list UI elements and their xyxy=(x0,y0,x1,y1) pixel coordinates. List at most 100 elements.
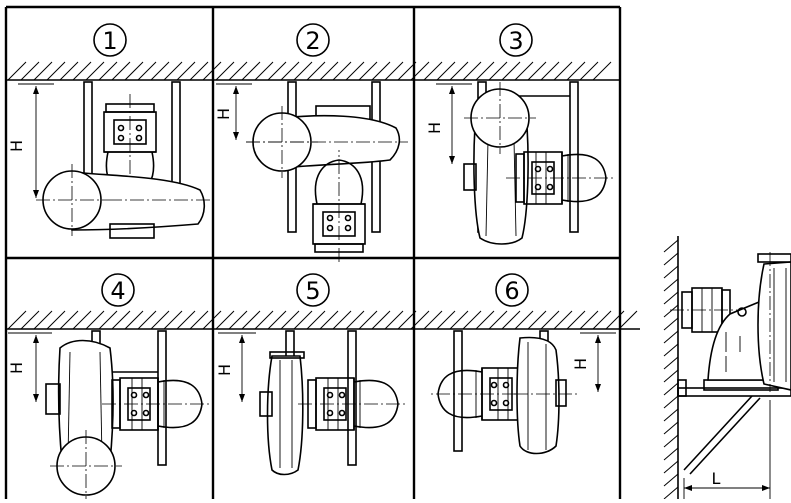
hatch-line xyxy=(202,310,222,330)
hatch-line xyxy=(280,310,300,330)
hatch-line xyxy=(254,310,274,330)
hatch-line xyxy=(124,61,144,81)
panel-3-number: 3 xyxy=(508,27,523,55)
hatch-line xyxy=(59,61,79,81)
hatch-line xyxy=(150,310,170,330)
hatch-line xyxy=(20,310,40,330)
wall-hatch-icon xyxy=(663,236,679,500)
hatch-line xyxy=(663,291,679,305)
hatch-line xyxy=(663,434,679,448)
hatch-line xyxy=(215,61,235,81)
hatch-line xyxy=(462,61,482,81)
hatch-line xyxy=(514,310,534,330)
hatch-line xyxy=(540,61,560,81)
hatch-line xyxy=(345,310,365,330)
hatch-line xyxy=(241,310,261,330)
hatch-line xyxy=(293,61,313,81)
hatch-line xyxy=(241,61,261,81)
hatch-line xyxy=(488,310,508,330)
hatch-line xyxy=(319,61,339,81)
hatch-line xyxy=(46,61,66,81)
hatch-line xyxy=(566,61,586,81)
hatch-line xyxy=(384,61,404,81)
hatch-line xyxy=(98,310,118,330)
panel-2-fan-motor-icon: H xyxy=(214,81,408,263)
hatch-line xyxy=(501,61,521,81)
hatch-line xyxy=(663,369,679,383)
panel-4-number: 4 xyxy=(110,277,125,305)
ceiling-hatch-icon xyxy=(6,61,640,330)
hatch-line xyxy=(410,310,430,330)
hatch-line xyxy=(384,310,404,330)
panel-1-number-circle xyxy=(93,23,127,57)
grid-frame xyxy=(4,5,622,499)
hatch-line xyxy=(267,61,287,81)
hatch-line xyxy=(663,473,679,487)
hatch-line xyxy=(663,447,679,461)
hatch-line xyxy=(663,278,679,292)
hatch-line xyxy=(663,408,679,422)
hatch-line xyxy=(358,61,378,81)
hatch-line xyxy=(514,61,534,81)
panel-1-h-label: H xyxy=(7,140,26,152)
hatch-line xyxy=(540,310,560,330)
panel-4-number-circle xyxy=(101,273,135,307)
hatch-line xyxy=(7,310,27,330)
hatch-line xyxy=(423,61,443,81)
hatch-line xyxy=(228,61,248,81)
hatch-line xyxy=(202,61,222,81)
hatch-line xyxy=(33,310,53,330)
panel-3-fan-motor-icon: H xyxy=(425,81,617,245)
hatch-line xyxy=(663,356,679,370)
hatch-line xyxy=(332,310,352,330)
hatch-line xyxy=(663,252,679,266)
hatch-line xyxy=(306,61,326,81)
hatch-line xyxy=(85,61,105,81)
hatch-line xyxy=(124,310,144,330)
hatch-line xyxy=(663,421,679,435)
hatch-line xyxy=(488,61,508,81)
hatch-line xyxy=(663,239,679,253)
hatch-line xyxy=(592,61,612,81)
hatch-line xyxy=(663,343,679,357)
hatch-line xyxy=(553,61,573,81)
panel-2-number: 2 xyxy=(305,27,320,55)
hatch-line xyxy=(176,61,196,81)
hatch-line xyxy=(7,61,27,81)
hatch-line xyxy=(189,61,209,81)
hatch-line xyxy=(72,310,92,330)
panel-5-fan-motor-icon: H xyxy=(215,330,409,476)
hatch-line xyxy=(553,310,573,330)
hatch-line xyxy=(20,61,40,81)
wall-mount-l-label: L xyxy=(712,469,721,488)
hatch-line xyxy=(663,486,679,500)
hatch-line xyxy=(436,310,456,330)
hatch-line xyxy=(397,61,417,81)
panel-1-number: 1 xyxy=(102,27,117,55)
hatch-line xyxy=(475,310,495,330)
hatch-line xyxy=(663,382,679,396)
hatch-line xyxy=(176,310,196,330)
panel-6-fan-motor-icon: H xyxy=(427,330,616,455)
hatch-line xyxy=(371,61,391,81)
panel-1-fan-motor-icon: H xyxy=(7,81,210,239)
hatch-line xyxy=(462,310,482,330)
hatch-line xyxy=(566,310,586,330)
hatch-line xyxy=(410,61,430,81)
hatch-line xyxy=(293,310,313,330)
panel-4-h-label: H xyxy=(7,362,26,374)
hatch-line xyxy=(98,61,118,81)
hatch-line xyxy=(527,310,547,330)
panel-3-h-label: H xyxy=(425,122,444,134)
hatch-line xyxy=(345,61,365,81)
panel-2-h-label: H xyxy=(214,108,233,120)
panel-2-number-circle xyxy=(296,23,330,57)
hatch-line xyxy=(111,310,131,330)
hatch-line xyxy=(436,61,456,81)
panel-5-h-label: H xyxy=(215,364,234,376)
hatch-line xyxy=(280,61,300,81)
panel-6-number-circle xyxy=(495,273,529,307)
hatch-line xyxy=(46,310,66,330)
hatch-line xyxy=(449,310,469,330)
